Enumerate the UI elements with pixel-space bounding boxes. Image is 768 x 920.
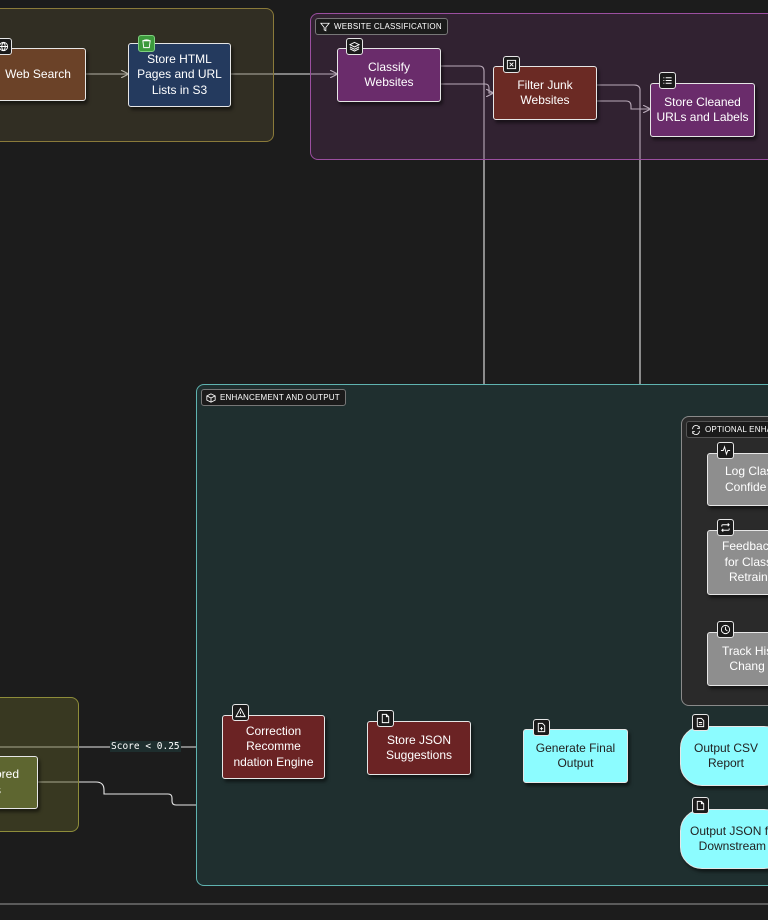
storage-bucket-icon: [138, 35, 155, 52]
node-log-class[interactable]: Log Clas Confide: [707, 453, 768, 506]
node-stored[interactable]: ored s: [0, 756, 38, 809]
node-classify-websites[interactable]: Classify Websites: [337, 48, 441, 102]
file-icon: [692, 797, 709, 814]
node-store-cleaned[interactable]: Store Cleaned URLs and Labels: [650, 83, 755, 137]
file-text-icon: [692, 714, 709, 731]
file-icon: [377, 710, 394, 727]
node-feedback[interactable]: Feedback for Class Retrain: [707, 530, 768, 595]
file-plus-icon: [533, 719, 550, 736]
node-generate-final[interactable]: Generate Final Output: [523, 729, 628, 783]
node-correction-engine[interactable]: Correction Recomme ndation Engine: [222, 715, 325, 779]
node-store-json[interactable]: Store JSON Suggestions: [367, 721, 471, 775]
group-enhancement-output: ENHANCEMENT AND OUTPUT: [196, 384, 768, 886]
node-output-csv[interactable]: Output CSV Report: [680, 726, 768, 786]
warning-icon: [232, 704, 249, 721]
node-store-html[interactable]: Store HTML Pages and URL Lists in S3: [128, 43, 231, 107]
box-icon: [206, 392, 216, 403]
layers-icon: [346, 38, 363, 55]
group-label-website-classification: WEBSITE CLASSIFICATION: [315, 18, 448, 35]
list-icon: [659, 72, 676, 89]
node-filter-junk[interactable]: Filter Junk Websites: [493, 66, 597, 120]
edge-classify-filter: [441, 83, 493, 93]
edge-filter-storecleaned: [597, 100, 650, 109]
globe-icon: [0, 38, 12, 55]
group-label-text: ENHANCEMENT AND OUTPUT: [220, 393, 340, 402]
node-web-search[interactable]: Web Search: [0, 48, 86, 101]
x-box-icon: [503, 56, 520, 73]
group-label-enhancement-output: ENHANCEMENT AND OUTPUT: [201, 389, 346, 406]
repeat-icon: [717, 519, 734, 536]
group-label-text: WEBSITE CLASSIFICATION: [334, 22, 442, 31]
edge-label-score: Score < 0.25: [110, 741, 181, 752]
node-output-json[interactable]: Output JSON fo Downstream: [680, 809, 768, 869]
filter-icon: [320, 22, 330, 31]
group-label-text: OPTIONAL ENHAN: [705, 425, 768, 434]
group-label-optional-enhancements: OPTIONAL ENHAN: [686, 421, 768, 438]
clock-icon: [717, 621, 734, 638]
activity-icon: [717, 442, 734, 459]
refresh-icon: [692, 424, 700, 435]
node-track-history[interactable]: Track His Chang: [707, 632, 768, 686]
